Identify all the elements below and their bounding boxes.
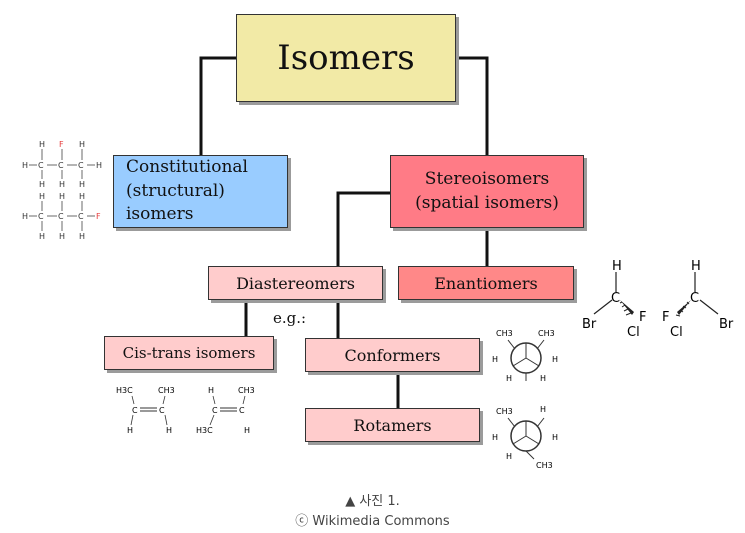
m2-c1: C [38,212,44,221]
nr-h-bottom: H [506,452,512,461]
nc-h-br: H [540,374,546,383]
m1-h-bot1: H [39,180,45,189]
m2-h-top1: H [39,192,45,201]
el-cl: Cl [627,325,640,340]
connector-isomers-stereo [456,56,489,155]
eg-label: e.g.: [273,309,307,327]
er-f: F [662,310,669,325]
er-c: C [690,291,699,306]
m1-h-left: H [22,161,28,170]
molecule-2 [29,201,95,231]
nc-h-right: H [552,355,558,364]
m1-h-bot3: H [79,180,85,189]
m1-f-top: F [59,140,64,149]
nc-h-bl: H [506,374,512,383]
cis-trans-molecules-icon: H3C CH3 C C H H H CH3 C C H3C H [116,386,255,435]
trans-c2: C [239,406,245,415]
conformers-box: Conformers [305,338,480,372]
rotamers-label: Rotamers [353,415,432,435]
cis-h1: H [127,426,133,435]
enantiomers-label: Enantiomers [434,273,538,293]
er-br: Br [719,317,734,332]
cis-trans-box: Cis-trans isomers [104,336,274,370]
m2-h-bot3: H [79,232,85,240]
cis-ch3: CH3 [158,386,175,395]
cis-c2: C [159,406,165,415]
trans-ch3: CH3 [238,386,255,395]
isomers-box: Isomers [236,14,456,102]
trans-h3c: H3C [196,426,213,435]
m2-h-bot1: H [39,232,45,240]
m2-f-right: F [96,212,101,221]
m2-h-bot2: H [59,232,65,240]
er-h: H [691,259,701,274]
cis-trans-label: Cis-trans isomers [122,344,256,362]
isomers-label: Isomers [277,38,415,78]
cis-molecule: H3C CH3 C C H H [116,386,175,435]
m1-c2: C [58,161,64,170]
enantiomers-molecules-icon: H C Br F Cl H C F Cl Br [582,259,734,340]
molecule-1 [29,149,95,179]
trans-molecule: H CH3 C C H3C H [196,386,255,435]
constitutional-label: Constitutional (structural) isomers [126,156,248,225]
m1-h-right: H [96,161,102,170]
constitutional-molecules-icon: H C C C H H F H H H H H C C C F H H H [22,140,102,240]
stereoisomers-box: Stereoisomers (spatial isomers) [390,155,584,228]
el-h: H [612,259,622,274]
enantiomer-right: H C F Cl Br [662,259,734,340]
m1-c1: C [38,161,44,170]
m2-h-top2: H [59,192,65,201]
connector-isomers-constitutional [199,56,236,155]
stereoisomers-label: Stereoisomers (spatial isomers) [415,168,559,213]
trans-h2: H [244,426,250,435]
cis-h3c: H3C [116,386,133,395]
constitutional-box: Constitutional (structural) isomers [113,155,288,228]
m1-c3: C [78,161,84,170]
cis-c1: C [132,406,138,415]
nr-ch3-top: CH3 [496,407,513,416]
enantiomers-box: Enantiomers [398,266,574,300]
el-c: C [611,291,620,306]
newman-rotamer-icon: CH3 H H H H CH3 [492,405,558,470]
trans-c1: C [212,406,218,415]
nr-h-top: H [540,405,546,414]
nr-h-right: H [552,433,558,442]
newman-conformer-icon: CH3 CH3 H H H H [492,329,558,383]
nr-ch3-bottom: CH3 [536,461,553,470]
er-cl: Cl [670,325,683,340]
connector-stereo-diastereomers [336,191,390,266]
el-br: Br [582,317,597,332]
m2-c3: C [78,212,84,221]
enantiomer-left: H C Br F Cl [582,259,646,340]
rotamers-box: Rotamers [305,408,480,442]
caption-photo-label: ▲ 사진 1. [345,494,400,509]
trans-h: H [208,386,214,395]
diastereomers-box: Diastereomers [208,266,383,300]
nc-h-left: H [492,355,498,364]
m1-h-top1: H [39,140,45,149]
nr-h-left: H [492,433,498,442]
m1-h-bot2: H [59,180,65,189]
nc-ch3-right: CH3 [538,329,555,338]
nc-ch3-left: CH3 [496,329,513,338]
m2-c2: C [58,212,64,221]
m2-h-left: H [22,212,28,221]
diastereomers-label: Diastereomers [236,273,355,293]
el-f: F [639,310,646,325]
m1-h-top3: H [79,140,85,149]
conformers-label: Conformers [344,345,441,365]
caption-credit: ⓒ Wikimedia Commons [295,514,450,529]
cis-h2: H [166,426,172,435]
m2-h-top3: H [79,192,85,201]
